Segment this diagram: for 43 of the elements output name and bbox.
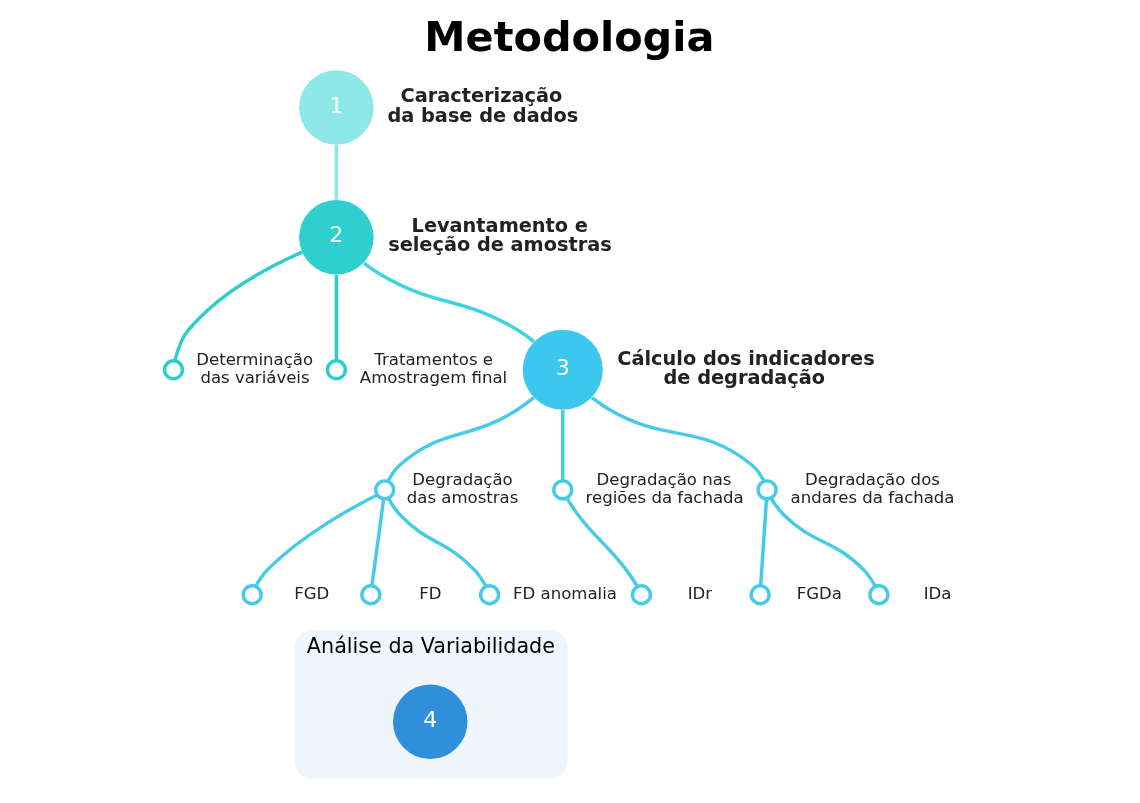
node-circle: 3 (522, 329, 603, 410)
connector (254, 493, 378, 588)
connector (769, 497, 877, 588)
node-circle (630, 584, 653, 606)
node-label: Degradação nas regiões da fachada (585, 470, 744, 508)
diagram-title: Metodologia (424, 12, 715, 61)
connector (590, 396, 766, 482)
node-label: FD anomalia (513, 584, 617, 604)
connector (173, 250, 303, 361)
node-label: FGD (294, 584, 330, 604)
node-label: IDa (923, 584, 952, 604)
connector (386, 497, 488, 588)
connector (561, 410, 565, 481)
node-circle (552, 479, 574, 501)
node-label: IDr (687, 584, 713, 604)
node-label: FD (419, 584, 442, 604)
node-circle: 1 (299, 70, 374, 145)
connector (386, 396, 535, 482)
node-label: Cálculo dos indicadores de degradação (617, 346, 875, 389)
node-circle (756, 479, 778, 501)
node-circle (868, 584, 890, 606)
connector (565, 497, 639, 588)
connector (362, 261, 535, 343)
node-label: Caracterização da base de dados (387, 84, 579, 127)
connector (334, 274, 339, 361)
connector (334, 144, 339, 200)
node-label: Determinação das variáveis (196, 350, 314, 387)
node-circle (241, 584, 263, 606)
node-circle (360, 584, 382, 606)
connector (758, 499, 769, 586)
node-label: Degradação das amostras (406, 470, 519, 508)
node-label: Tratamentos e Amostragem final (359, 350, 508, 387)
node-circle: 4 (392, 684, 468, 759)
node-circle (374, 479, 396, 501)
node-circle (749, 584, 771, 606)
node-circle (325, 359, 348, 381)
node-circle: 2 (299, 199, 374, 275)
node-label: Levantamento e seleção de amostras (388, 213, 612, 257)
node-circle (162, 359, 185, 381)
node-label: FGDa (796, 584, 842, 604)
node-circle (478, 584, 501, 606)
connector (370, 499, 386, 586)
node-label: Degradação dos andares da fachada (790, 470, 955, 508)
